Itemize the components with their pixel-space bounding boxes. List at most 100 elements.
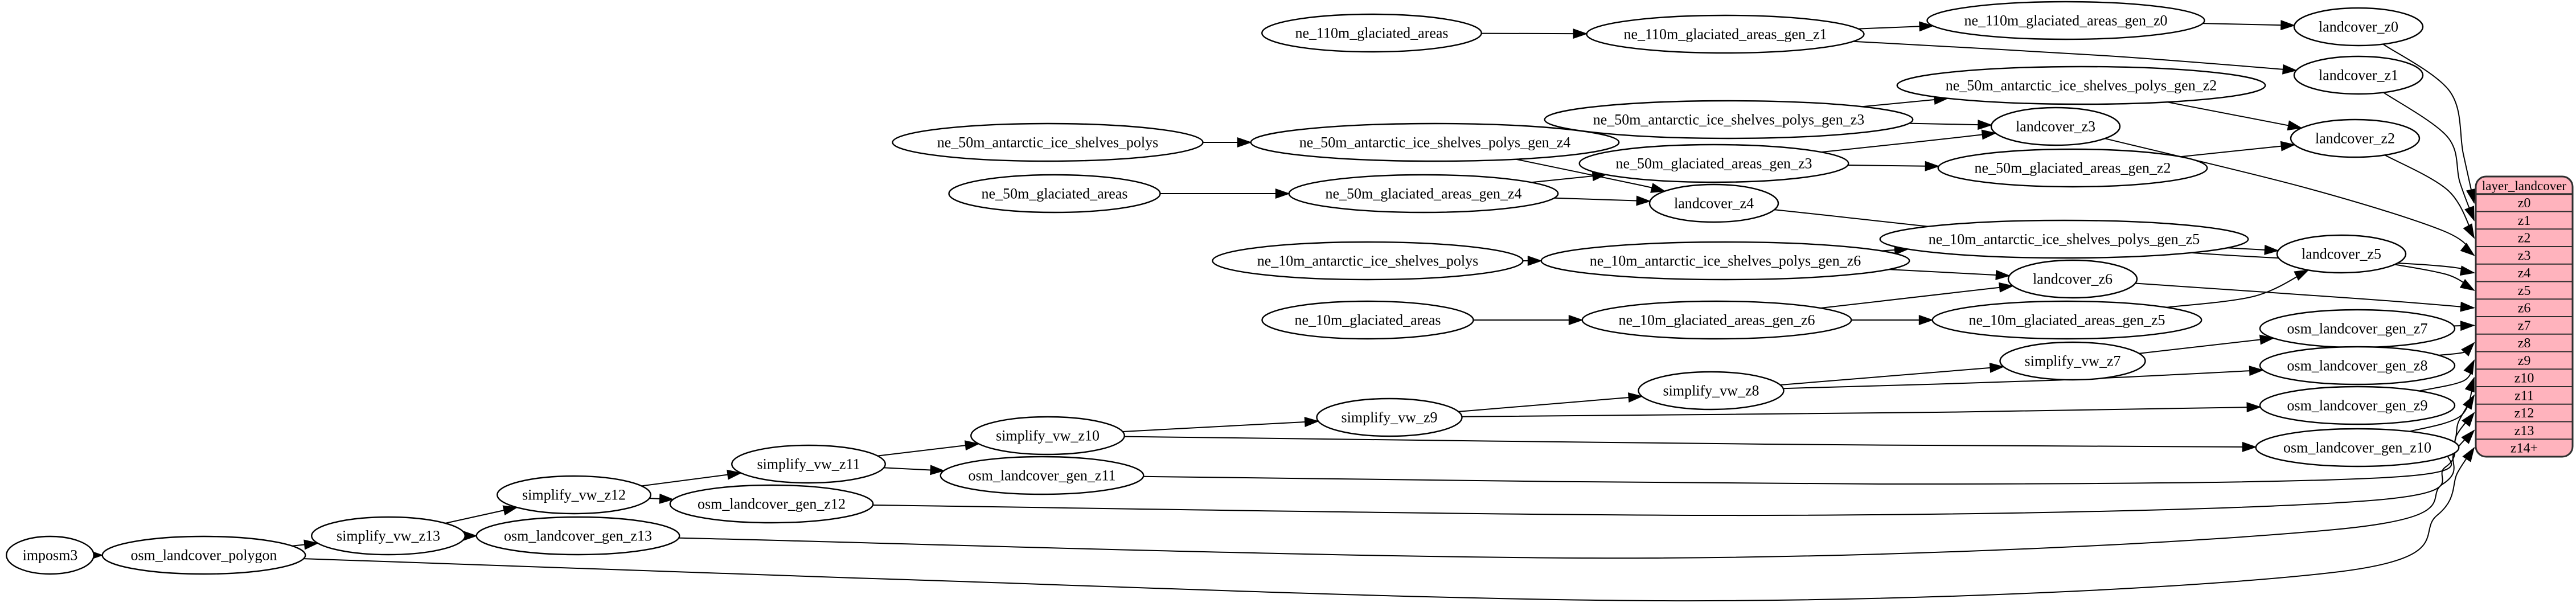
node-ne_110m_glaciated_areas_gen_z1: ne_110m_glaciated_areas_gen_z1: [1586, 14, 1865, 54]
node-ellipse-ne_50m_glaciated_areas_gen_z3: [1578, 143, 1849, 183]
node-ellipse-osm_landcover_gen_z10: [2255, 428, 2460, 468]
node-label-ne_10m_antarctic_ice_shelves_polys_gen_z6: ne_10m_antarctic_ice_shelves_polys_gen_z…: [1590, 253, 1861, 269]
node-ellipse-ne_110m_glaciated_areas_gen_z0: [1926, 1, 2205, 40]
edge-simplify_vw_z10-to-osm_landcover_gen_z10: [1124, 436, 2257, 452]
node-ellipse-simplify_vw_z9: [1316, 397, 1463, 437]
node-ellipse-imposm3: [6, 535, 95, 575]
edge-osm_landcover_gen_z10-to-z10: [2409, 376, 2475, 432]
node-label-ne_110m_glaciated_areas_gen_z0: ne_110m_glaciated_areas_gen_z0: [1964, 13, 2167, 29]
node-ne_50m_antarctic_ice_shelves_polys_gen_z4: ne_50m_antarctic_ice_shelves_polys_gen_z…: [1250, 122, 1620, 162]
node-label-ne_50m_glaciated_areas_gen_z3: ne_50m_glaciated_areas_gen_z3: [1615, 155, 1812, 172]
node-osm_landcover_gen_z8: osm_landcover_gen_z8: [2259, 346, 2456, 386]
node-label-osm_landcover_gen_z12: osm_landcover_gen_z12: [698, 496, 846, 512]
node-ellipse-ne_10m_glaciated_areas: [1261, 300, 1474, 340]
node-ellipse-osm_landcover_gen_z13: [475, 516, 680, 556]
edge-osm_landcover_gen_z13-to-z13: [679, 429, 2475, 559]
node-label-ne_50m_antarctic_ice_shelves_polys: ne_50m_antarctic_ice_shelves_polys: [937, 134, 1158, 151]
node-ellipse-ne_50m_glaciated_areas: [948, 174, 1161, 214]
table-cell-z14+: z14+: [2511, 441, 2538, 456]
node-ne_110m_glaciated_areas: ne_110m_glaciated_areas: [1261, 13, 1482, 53]
node-ne_10m_glaciated_areas_gen_z6: ne_10m_glaciated_areas_gen_z6: [1581, 300, 1852, 340]
edge-osm_landcover_gen_z12-to-z12: [872, 412, 2475, 516]
node-ne_10m_glaciated_areas_gen_z5: ne_10m_glaciated_areas_gen_z5: [1931, 300, 2202, 340]
edge-osm_landcover_gen_z8-to-z8: [2438, 342, 2475, 356]
node-landcover_z3: landcover_z3: [1990, 106, 2121, 146]
table-cell-z4: z4: [2518, 266, 2531, 281]
node-ne_50m_glaciated_areas_gen_z4: ne_50m_glaciated_areas_gen_z4: [1288, 174, 1559, 214]
table-cell-z11: z11: [2515, 388, 2534, 403]
edge-ne_50m_glaciated_areas_gen_z4-to-ne_50m_glaciated_areas_gen_z3: [1531, 171, 1607, 183]
node-landcover_z5: landcover_z5: [2276, 234, 2407, 274]
node-ellipse-ne_10m_antarctic_ice_shelves_polys_gen_z5: [1879, 219, 2249, 259]
node-ellipse-ne_10m_antarctic_ice_shelves_polys: [1212, 241, 1524, 281]
node-simplify_vw_z12: simplify_vw_z12: [497, 475, 651, 515]
node-ellipse-ne_110m_glaciated_areas_gen_z1: [1586, 14, 1865, 54]
edge-ne_10m_glaciated_areas_gen_z6-to-landcover_z6: [1820, 282, 2014, 309]
table-header-layer_landcover: layer_landcover: [2482, 179, 2566, 193]
edge-ne_10m_antarctic_ice_shelves_polys_gen_z6-to-landcover_z6: [1889, 269, 2011, 280]
edge-osm_landcover_gen_z7-to-z7: [2454, 321, 2475, 331]
node-label-osm_landcover_gen_z8: osm_landcover_gen_z8: [2287, 358, 2428, 374]
edge-ne_50m_glaciated_areas_gen_z3-to-ne_50m_glaciated_areas_gen_z2: [1848, 161, 1940, 171]
edge-landcover_z2-to-z2: [2384, 154, 2475, 239]
node-ne_10m_antarctic_ice_shelves_polys: ne_10m_antarctic_ice_shelves_polys: [1212, 241, 1524, 281]
node-ne_50m_glaciated_areas_gen_z2: ne_50m_glaciated_areas_gen_z2: [1937, 148, 2208, 188]
edge-ne_50m_glaciated_areas_gen_z3-to-landcover_z3: [1821, 129, 1997, 153]
node-label-osm_landcover_polygon: osm_landcover_polygon: [130, 547, 277, 564]
node-label-landcover_z3: landcover_z3: [2016, 118, 2095, 135]
node-ellipse-ne_110m_glaciated_areas: [1261, 13, 1482, 53]
edge-simplify_vw_z7-to-osm_landcover_gen_z7: [2139, 334, 2275, 354]
node-label-ne_50m_antarctic_ice_shelves_polys_gen_z2: ne_50m_antarctic_ice_shelves_polys_gen_z…: [1946, 77, 2217, 94]
node-landcover_z6: landcover_z6: [2007, 259, 2138, 299]
node-ellipse-simplify_vw_z7: [1999, 341, 2146, 381]
node-osm_landcover_polygon: osm_landcover_polygon: [101, 535, 306, 575]
node-osm_landcover_gen_z10: osm_landcover_gen_z10: [2255, 428, 2460, 468]
node-label-osm_landcover_gen_z13: osm_landcover_gen_z13: [504, 528, 652, 544]
node-ellipse-ne_50m_antarctic_ice_shelves_polys: [892, 122, 1204, 162]
table-layer: layer_landcoverz0z1z2z3z4z5z6z7z8z9z10z1…: [2475, 175, 2574, 458]
node-ellipse-landcover_z2: [2290, 118, 2421, 158]
node-ne_50m_antarctic_ice_shelves_polys: ne_50m_antarctic_ice_shelves_polys: [892, 122, 1204, 162]
edge-ne_50m_antarctic_ice_shelves_polys_gen_z3-to-ne_50m_antarctic_ice_shelves_polys_gen_z2: [1862, 95, 1949, 108]
node-label-ne_10m_glaciated_areas_gen_z5: ne_10m_glaciated_areas_gen_z5: [1968, 312, 2165, 329]
edge-simplify_vw_z9-to-osm_landcover_gen_z9: [1462, 402, 2262, 417]
edge-ne_10m_glaciated_areas_gen_z5-to-landcover_z5: [2166, 269, 2310, 308]
node-ne_10m_antarctic_ice_shelves_polys_gen_z6: ne_10m_antarctic_ice_shelves_polys_gen_z…: [1540, 241, 1910, 281]
node-ellipse-ne_50m_antarctic_ice_shelves_polys_gen_z3: [1544, 100, 1914, 140]
edge-ne_110m_glaciated_areas_gen_z0-to-landcover_z0: [2202, 20, 2296, 31]
node-label-ne_50m_glaciated_areas_gen_z2: ne_50m_glaciated_areas_gen_z2: [1974, 160, 2171, 177]
node-landcover_z1: landcover_z1: [2293, 55, 2424, 95]
node-ellipse-osm_landcover_gen_z9: [2259, 386, 2456, 425]
node-simplify_vw_z9: simplify_vw_z9: [1316, 397, 1463, 437]
node-ellipse-simplify_vw_z13: [311, 516, 466, 556]
table-cell-z3: z3: [2518, 248, 2531, 263]
node-ellipse-ne_10m_glaciated_areas_gen_z5: [1931, 300, 2202, 340]
node-label-landcover_z0: landcover_z0: [2319, 19, 2398, 35]
node-simplify_vw_z8: simplify_vw_z8: [1638, 371, 1785, 411]
node-label-ne_50m_antarctic_ice_shelves_polys_gen_z3: ne_50m_antarctic_ice_shelves_polys_gen_z…: [1593, 112, 1865, 128]
table-cell-z0: z0: [2518, 196, 2531, 211]
node-ne_110m_glaciated_areas_gen_z0: ne_110m_glaciated_areas_gen_z0: [1926, 1, 2205, 40]
edge-osm_landcover_polygon-to-z14+: [303, 446, 2475, 602]
edge-simplify_vw_z12-to-simplify_vw_z11: [641, 469, 743, 487]
edge-ne_50m_antarctic_ice_shelves_polys_gen_z3-to-landcover_z3: [1909, 120, 1993, 130]
node-label-ne_10m_glaciated_areas_gen_z6: ne_10m_glaciated_areas_gen_z6: [1618, 312, 1815, 329]
node-landcover_z4: landcover_z4: [1648, 183, 1779, 223]
table-cell-z13: z13: [2515, 424, 2534, 438]
table-cell-z5: z5: [2518, 284, 2531, 298]
node-osm_landcover_gen_z11: osm_landcover_gen_z11: [940, 456, 1145, 495]
edge-ne_50m_glaciated_areas_gen_z2-to-landcover_z2: [2180, 141, 2296, 158]
table-cell-z6: z6: [2518, 301, 2531, 316]
node-ellipse-simplify_vw_z10: [970, 416, 1125, 456]
node-label-ne_10m_antarctic_ice_shelves_polys: ne_10m_antarctic_ice_shelves_polys: [1257, 253, 1478, 269]
edge-simplify_vw_z9-to-simplify_vw_z8: [1458, 392, 1643, 412]
node-ellipse-ne_10m_antarctic_ice_shelves_polys_gen_z6: [1540, 241, 1910, 281]
node-label-landcover_z1: landcover_z1: [2319, 67, 2398, 84]
node-ellipse-ne_50m_antarctic_ice_shelves_polys_gen_z4: [1250, 122, 1620, 162]
edge-ne_50m_glaciated_areas_gen_z4-to-landcover_z4: [1554, 195, 1651, 206]
node-ellipse-osm_landcover_gen_z11: [940, 456, 1145, 495]
node-ne_50m_glaciated_areas: ne_50m_glaciated_areas: [948, 174, 1161, 214]
node-label-osm_landcover_gen_z9: osm_landcover_gen_z9: [2287, 397, 2428, 414]
